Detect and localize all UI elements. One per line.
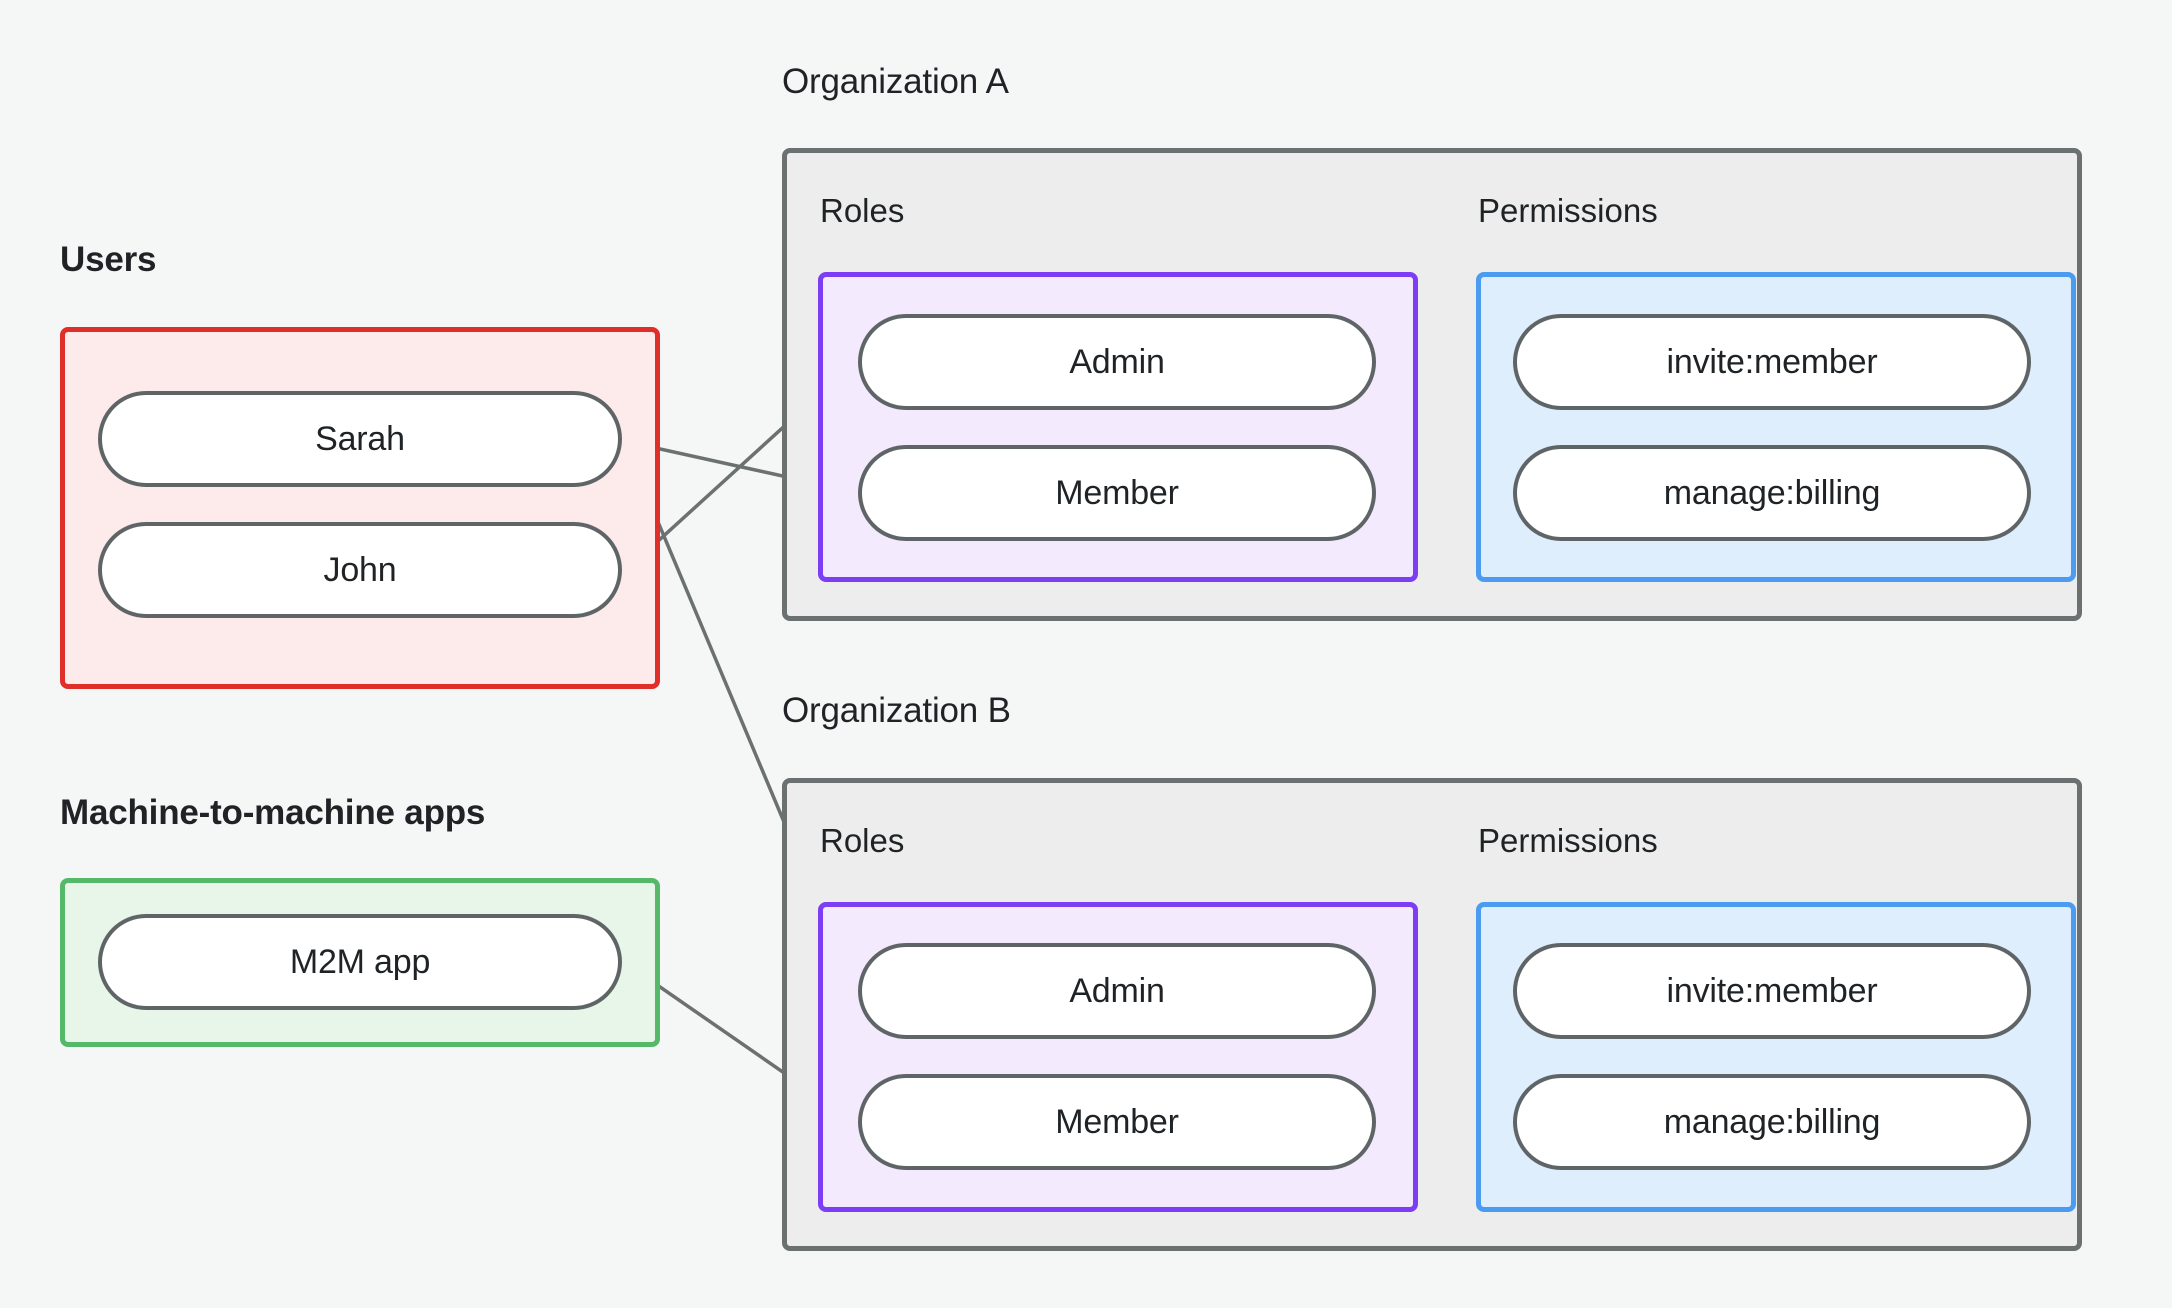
org-b-role-member[interactable]: Member <box>858 1074 1376 1170</box>
org-b-permission-manage-billing[interactable]: manage:billing <box>1513 1074 2031 1170</box>
org-b-title: Organization B <box>782 691 1011 730</box>
org-b-roles-title: Roles <box>820 822 905 859</box>
org-a-permission-invite-member[interactable]: invite:member <box>1513 314 2031 410</box>
org-a-permissions-title: Permissions <box>1478 192 1658 229</box>
org-a-role-member[interactable]: Member <box>858 445 1376 541</box>
m2m-section-title: Machine-to-machine apps <box>60 793 486 832</box>
org-b-role-admin[interactable]: Admin <box>858 943 1376 1039</box>
org-b-permissions-title: Permissions <box>1478 822 1658 859</box>
org-a-title: Organization A <box>782 62 1009 101</box>
users-panel <box>60 327 660 689</box>
org-a-permission-manage-billing[interactable]: manage:billing <box>1513 445 2031 541</box>
user-node-john[interactable]: John <box>98 522 622 618</box>
users-section-title: Users <box>60 240 157 279</box>
org-a-roles-title: Roles <box>820 192 905 229</box>
org-a-role-admin[interactable]: Admin <box>858 314 1376 410</box>
user-node-sarah[interactable]: Sarah <box>98 391 622 487</box>
org-b-permission-invite-member[interactable]: invite:member <box>1513 943 2031 1039</box>
m2m-node-app[interactable]: M2M app <box>98 914 622 1010</box>
